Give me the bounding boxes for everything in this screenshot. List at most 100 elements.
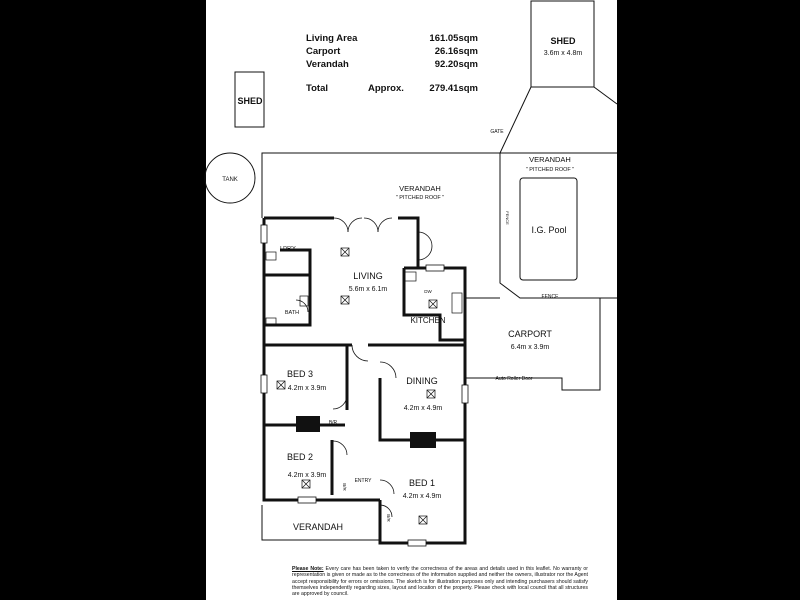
area-total-approx: Approx. (368, 83, 404, 94)
window (260, 374, 268, 394)
door-swing (377, 217, 393, 233)
cooktop-icon (451, 292, 463, 314)
left-border-band (0, 0, 206, 600)
area-row-carport: Carport 26.16sqm (306, 46, 478, 59)
disclaimer-heading: Please Note: (292, 566, 324, 572)
area-row-verandah: Verandah 92.20sqm (306, 59, 478, 72)
right-shed-outline (530, 0, 595, 88)
fence-side-label: FENCE (505, 211, 510, 225)
bed2-label: BED 2 (287, 452, 313, 462)
door-swing (379, 504, 393, 518)
window (297, 496, 317, 504)
door-swing (332, 394, 348, 410)
living-label: LIVING (353, 271, 383, 281)
gate-label: GATE (490, 129, 504, 135)
area-total-value: 279.41sqm (429, 83, 478, 94)
wall (404, 266, 467, 345)
tank-label: TANK (222, 177, 238, 183)
pool-outline (519, 177, 578, 281)
area-value: 26.16sqm (434, 46, 478, 57)
door-swing (417, 245, 433, 261)
area-label: Carport (306, 46, 341, 57)
area-value: 161.05sqm (429, 33, 478, 44)
dishwasher-label: DW (424, 289, 432, 294)
area-value: 92.20sqm (434, 59, 478, 70)
pool-label: I.G. Pool (531, 225, 566, 235)
area-label: Living Area (306, 33, 358, 44)
door-swing (347, 217, 363, 233)
disclaimer-note: Please Note: Every care has been taken t… (292, 566, 588, 597)
left-shed-outline (234, 71, 265, 128)
main-verandah-label: VERANDAH (399, 184, 441, 193)
door-swing (332, 440, 348, 456)
area-total-label: Total (306, 83, 328, 94)
window (461, 384, 469, 404)
pool-verandah-roof: " PITCHED ROOF " (526, 167, 575, 173)
wall (280, 248, 312, 275)
robe-right-label: B/R (386, 514, 391, 522)
dining-label: DINING (406, 376, 438, 386)
main-verandah-outline (261, 152, 500, 218)
area-label: Verandah (306, 59, 349, 70)
carport-dims: 6.4m x 3.9m (511, 344, 550, 351)
window (407, 539, 427, 547)
carport-label: CARPORT (508, 329, 552, 339)
light-icon (301, 479, 311, 489)
light-icon (340, 295, 350, 305)
shed-boundary-line (593, 86, 618, 105)
door-swing (295, 299, 309, 313)
door-swing (417, 231, 433, 247)
door-swing (379, 361, 397, 379)
light-icon (428, 299, 438, 309)
bed3-label: BED 3 (287, 369, 313, 379)
area-row-total: Total Approx. 279.41sqm (306, 83, 478, 96)
disclaimer-body: Every care has been taken to verify the … (292, 566, 588, 598)
laundry-label: LDR'Y (280, 246, 296, 252)
bed3-dims: 4.2m x 3.9m (288, 385, 327, 392)
toilet-icon (299, 295, 309, 307)
window (425, 264, 445, 272)
door-swing (351, 344, 369, 362)
light-icon (340, 247, 350, 257)
pool-verandah-outline (499, 153, 617, 299)
fireplace-icon (410, 432, 436, 448)
front-verandah-label: VERANDAH (293, 522, 343, 532)
wall (398, 216, 420, 268)
pool-verandah-label: VERANDAH (529, 155, 571, 164)
wir-label: B/R (329, 420, 338, 426)
living-dims: 5.6m x 6.1m (349, 286, 388, 293)
laundry-tub-icon (265, 251, 277, 261)
light-icon (276, 380, 286, 390)
bed1-dims: 4.2m x 4.9m (403, 493, 442, 500)
left-shed-label: SHED (237, 96, 263, 106)
right-shed-dims: 3.6m x 4.8m (544, 50, 583, 57)
dining-dims: 4.2m x 4.9m (404, 405, 443, 412)
fence-bottom-label: FENCE (542, 294, 560, 300)
bed1-label: BED 1 (409, 478, 435, 488)
roller-door-label: Auto Roller Door (496, 376, 533, 382)
right-border-band (617, 0, 800, 600)
sink-icon (403, 271, 417, 282)
wall (402, 268, 465, 342)
light-icon (418, 515, 428, 525)
main-verandah-roof: " PITCHED ROOF " (396, 195, 445, 201)
gate-boundary-line (499, 86, 617, 154)
right-shed-label: SHED (550, 36, 576, 46)
tank-outline (204, 152, 256, 204)
light-icon (426, 389, 436, 399)
fireplace-icon (296, 416, 320, 432)
door-swing (379, 479, 395, 495)
entry-label: ENTRY (355, 478, 373, 484)
kitchen-label: KITCHEN (410, 316, 445, 325)
bath-label: BATH (285, 310, 299, 316)
window (260, 224, 268, 244)
door-swing (333, 217, 349, 233)
wall (264, 273, 312, 327)
door-swing (363, 217, 379, 233)
area-row-living: Living Area 161.05sqm (306, 33, 478, 46)
basin-icon (265, 317, 277, 327)
bed2-dims: 4.2m x 3.9m (288, 472, 327, 479)
robe-left-label: B/R (342, 483, 347, 491)
